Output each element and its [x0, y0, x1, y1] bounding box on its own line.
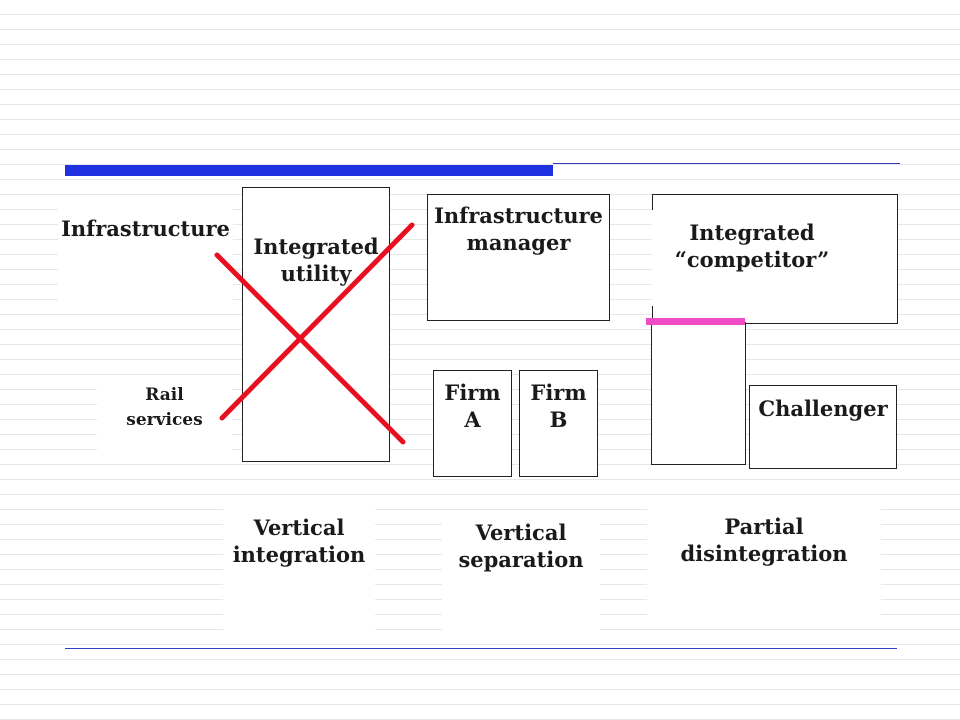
integrated-utility-box [242, 187, 390, 462]
challenger-box [749, 385, 897, 469]
partial-disintegration-caption: Partial disintegration [680, 514, 848, 567]
infrastructure-manager-box [427, 194, 610, 321]
vertical-separation-caption-bg [442, 510, 600, 630]
blue-header-bar [65, 165, 553, 176]
integrated-competitor-label: Integrated “competitor” [674, 220, 830, 273]
integrated-competitor-label-bg [652, 210, 852, 306]
infrastructure-label: Infrastructure [61, 216, 230, 241]
challenger-label: Challenger [758, 396, 888, 421]
infrastructure-manager-label: Infrastructure manager [434, 203, 603, 256]
blue-header-rule [553, 163, 900, 164]
vertical-integration-caption: Vertical integration [232, 515, 366, 568]
partial-disintegration-caption-bg [647, 504, 881, 624]
integrated-competitor-services-box [651, 322, 746, 465]
rail-services-label: Rail services [126, 385, 203, 430]
integrated-utility-label: Integrated utility [253, 234, 379, 287]
firm-b-label: Firm B [530, 380, 587, 433]
firm-a-label: Firm A [444, 380, 501, 433]
vertical-integration-caption-bg [223, 505, 375, 630]
firm-a-box [433, 370, 512, 477]
blue-footer-rule [65, 648, 897, 649]
infrastructure-label-bg [58, 205, 233, 310]
vertical-separation-caption: Vertical separation [458, 520, 584, 573]
pink-access-bar [646, 318, 745, 325]
firm-b-box [519, 370, 598, 477]
rail-services-label-bg [97, 376, 232, 462]
